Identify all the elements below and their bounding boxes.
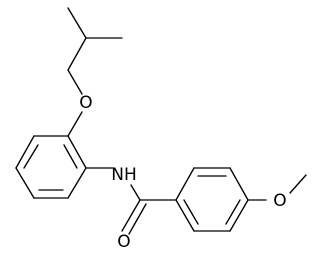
ring1-bond-3 [15,167,35,199]
ring2-double-2 [225,199,241,225]
amide-nh-label: NH [111,165,137,185]
ring2-bond-6 [175,199,195,232]
bond-carbonyl-o-1 [121,199,141,232]
methoxy-oxygen-label: O [273,191,286,211]
ring2-bond-1 [175,167,195,201]
ring1-double-1 [23,144,39,169]
carbonyl-oxygen-label: O [117,232,130,252]
ring2-bond-3 [229,167,249,201]
ring2-bond-4 [229,199,249,232]
bond-ch2-o [67,69,83,95]
ring1-double-3 [63,144,78,169]
bond-carbonyl-o-2 [128,203,147,235]
bond-ch-ch2 [67,37,87,71]
bond-methoxy-o-ch3 [289,174,307,194]
ether-oxygen-label: O [79,93,92,113]
ring1-bond-6 [67,135,87,169]
ring1-bond-5 [67,167,87,199]
bond-o-ring [67,111,83,137]
ring1-bond-2 [15,135,35,169]
bond-methyl-1-ch [67,7,87,39]
ring2-double-3 [183,199,199,225]
bond-nh-carbonyl [130,184,141,201]
